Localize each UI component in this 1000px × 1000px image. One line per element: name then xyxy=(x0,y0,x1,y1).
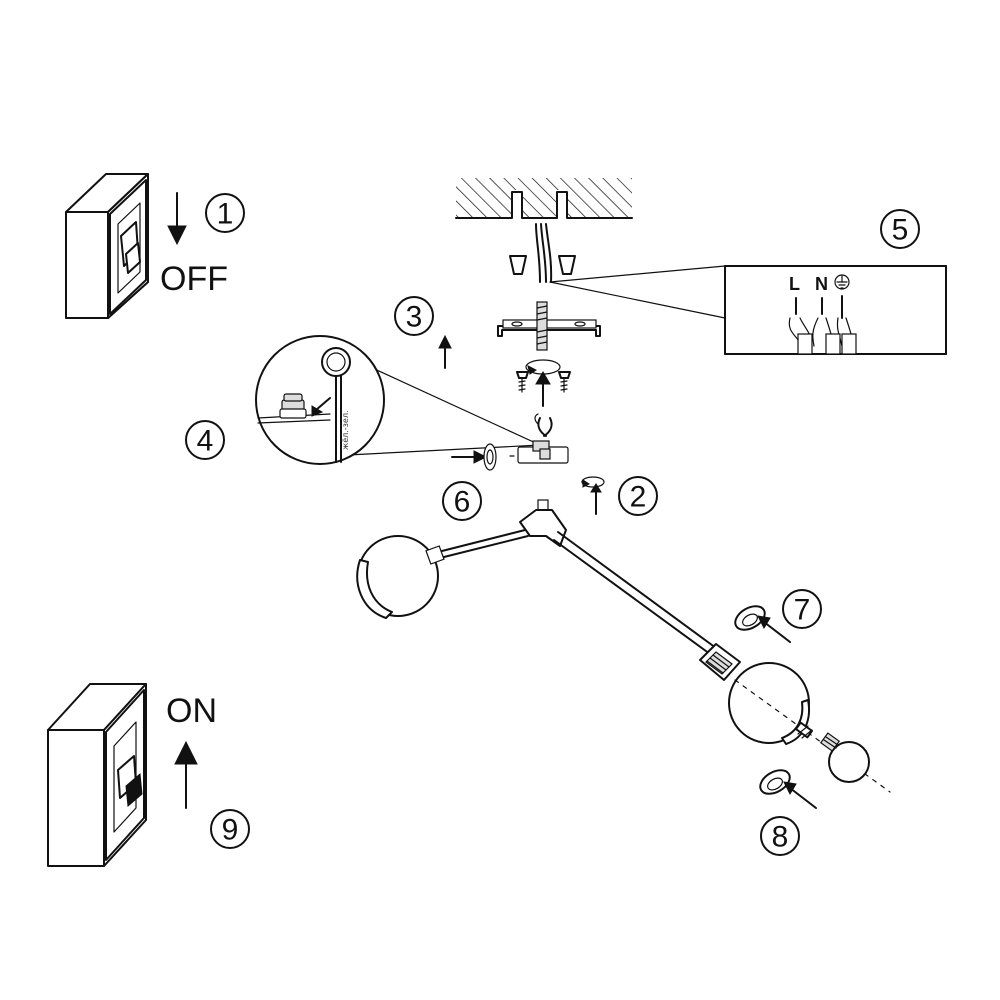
bulb-icon xyxy=(819,732,870,783)
ground-symbol-icon xyxy=(834,274,850,290)
canopy-connector xyxy=(509,413,569,464)
wire-color-note: жёл.-зел. xyxy=(341,410,350,450)
lamp-arm-right xyxy=(553,531,717,655)
step-3-number: 3 xyxy=(406,301,423,334)
step-7-number: 7 xyxy=(794,594,811,627)
step-2-badge: 2 xyxy=(618,476,658,516)
step-6-number: 6 xyxy=(454,486,471,519)
lamp-holder-icon xyxy=(699,643,741,681)
step-4-badge: 4 xyxy=(185,420,225,460)
step-9-badge: 9 xyxy=(210,809,250,849)
wall-plug-icon xyxy=(509,255,576,275)
lamp-arm-left xyxy=(437,529,529,559)
up-arrow-icon xyxy=(535,371,551,407)
step-1-badge: 1 xyxy=(205,193,245,233)
ceiling-hatch-icon xyxy=(455,178,633,220)
wire-label-live: L xyxy=(789,274,800,294)
glass-globe-icon xyxy=(356,535,445,619)
step-1-arrow xyxy=(167,192,187,246)
step-1-number: 1 xyxy=(217,198,234,231)
step-3-badge: 3 xyxy=(394,296,434,336)
step-5-badge: 5 xyxy=(880,209,920,249)
step-7-arrow xyxy=(734,605,791,643)
step-2-number: 2 xyxy=(630,481,647,514)
step-6-arrow xyxy=(451,443,497,471)
step-2-arrow xyxy=(581,476,605,515)
glass-globe-icon xyxy=(728,662,810,745)
step-9-label: ON xyxy=(166,692,217,730)
step-8-badge: 8 xyxy=(760,816,800,856)
ceiling-wires xyxy=(535,223,553,283)
switch-on-icon xyxy=(47,683,147,867)
switch-off-icon xyxy=(65,173,149,319)
step-6-badge: 6 xyxy=(442,481,482,521)
step-9-number: 9 xyxy=(222,814,239,847)
detail-magnifier: жёл.-зел. xyxy=(255,335,385,465)
lamp-hub xyxy=(519,499,567,547)
shade-ring-icon xyxy=(794,721,814,739)
step-7-badge: 7 xyxy=(782,589,822,629)
step-9-arrow xyxy=(174,740,198,809)
mounting-bracket-icon xyxy=(497,301,601,351)
step-8-arrow xyxy=(759,769,817,809)
step-1-label: OFF xyxy=(160,260,228,298)
step-3-arrow xyxy=(438,334,452,369)
wire-connector-icon xyxy=(788,295,857,355)
screw-icon xyxy=(516,371,571,393)
step-5-number: 5 xyxy=(892,214,909,247)
step-8-number: 8 xyxy=(772,821,789,854)
wire-label-neutral: N xyxy=(815,274,828,294)
step-4-number: 4 xyxy=(197,425,214,458)
